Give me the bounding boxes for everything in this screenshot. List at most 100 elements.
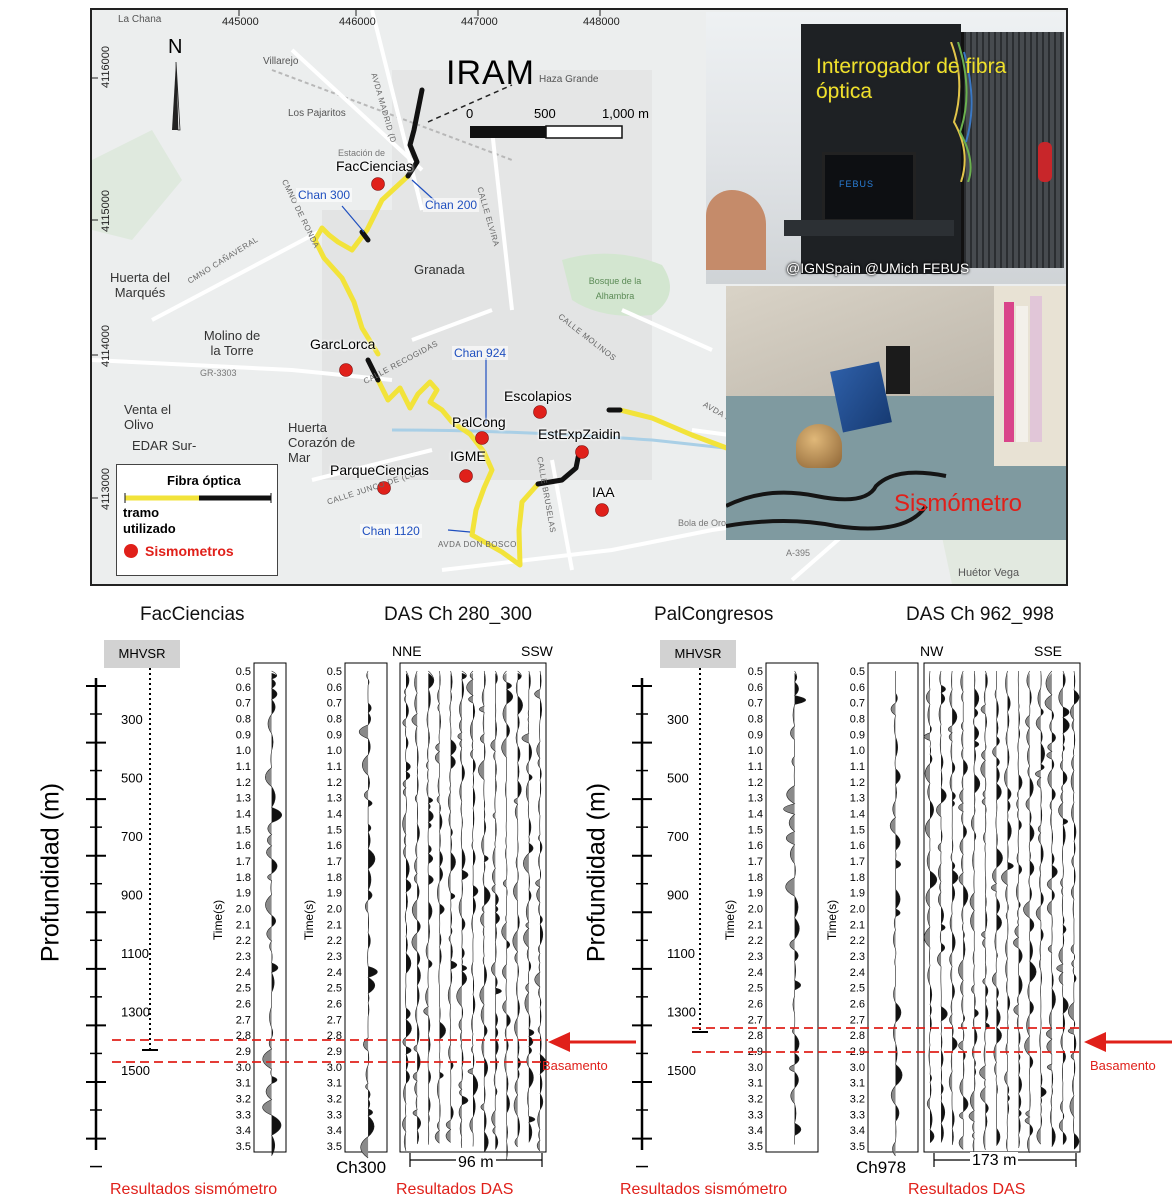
right-das-trace — [936, 670, 948, 1143]
right-das-time-tick-label: 2.1 — [850, 919, 865, 931]
left-depth-tick-label: 300 — [121, 712, 143, 727]
left-seis-time-tick-label: 2.6 — [236, 999, 251, 1011]
right-depth-tick-label: 1100 — [667, 946, 695, 961]
left-das-time-tick-label: 0.5 — [327, 666, 342, 678]
x-coord-label: 448000 — [583, 16, 620, 28]
left-seis-time-tick-label: 2.4 — [236, 967, 251, 979]
right-das-time-tick-label: 2.9 — [850, 1046, 865, 1058]
left-seis-time-tick-label: 0.5 — [236, 666, 251, 678]
left-caption-das: Resultados DAS — [396, 1181, 514, 1198]
x-coord-label: 445000 — [222, 16, 259, 28]
sismometer-dot-palcong — [475, 431, 489, 445]
right-seis-time-tick-label: 0.7 — [748, 698, 763, 710]
left-seis-time-tick-label: 0.6 — [236, 682, 251, 694]
scale-bar — [470, 125, 623, 139]
left-basamento-label: Basamento — [542, 1058, 608, 1073]
map-legend: Fibra óptica tramo utilizado Sismometros — [116, 464, 278, 576]
right-seis-time-tick-label: 1.5 — [748, 824, 763, 836]
left-das-time-tick-label: 2.2 — [327, 935, 342, 947]
right-seis-time-tick-label: 1.8 — [748, 872, 763, 884]
fire-extinguisher — [1038, 142, 1052, 182]
left-das-trace — [411, 670, 421, 1145]
left-basamento-arrow-head — [548, 1032, 570, 1052]
right-seis-time-tick-label: 2.3 — [748, 951, 763, 963]
right-seis-time-tick-label: 1.0 — [748, 745, 763, 757]
legend-utilizado: utilizado — [123, 521, 176, 536]
right-das-time-tick-label: 1.0 — [850, 745, 865, 757]
right-das-time-tick-label: 2.3 — [850, 951, 865, 963]
left-das-time-tick-label: 1.3 — [327, 793, 342, 805]
place-label: Estación de — [338, 148, 386, 158]
left-das-time-tick-label: 1.1 — [327, 761, 342, 773]
right-depth-tick-label: 900 — [667, 888, 689, 903]
left-das-time-tick-label: 2.5 — [327, 983, 342, 995]
left-das-time-tick-label: 2.7 — [327, 1014, 342, 1026]
right-das-time-tick-label: 3.3 — [850, 1109, 865, 1121]
left-seis-time-tick-label: 1.3 — [236, 793, 251, 805]
north-label: N — [168, 36, 183, 58]
left-channel-trace — [358, 670, 378, 1159]
right-basamento-arrow-head — [1084, 1032, 1106, 1052]
left-seis-time-tick-label: 2.2 — [236, 935, 251, 947]
left-das-time-tick-label: 1.9 — [327, 888, 342, 900]
monitor-text: FEBUS — [839, 179, 875, 189]
left-seis-time-tick-label: 2.5 — [236, 983, 251, 995]
right-das-trace — [1023, 670, 1037, 1154]
place-label: Venta el Olivo — [124, 402, 171, 432]
left-das-trace — [466, 670, 479, 1147]
station-label-igme: IGME — [450, 448, 486, 464]
right-das-trace — [968, 670, 981, 1154]
left-das-time-tick-label: 2.3 — [327, 951, 342, 963]
right-mhvsr-label: MHVSR — [660, 640, 736, 668]
right-seis-time-tick-label: 2.8 — [748, 1030, 763, 1042]
right-depth-tick-label: 1500 — [667, 1063, 696, 1078]
right-depth-tick-label: 500 — [667, 771, 689, 786]
left-depth-tick-label: 1300 — [121, 1005, 150, 1020]
place-label: Los Pajaritos — [288, 108, 346, 119]
desk-equipment — [784, 220, 954, 236]
right-seis-time-tick-label: 2.5 — [748, 983, 763, 995]
north-arrow-icon — [172, 61, 181, 131]
bookshelf — [994, 286, 1066, 466]
place-label: Bosque de la Alhambra — [588, 276, 642, 301]
left-seis-time-axis-label: Time(s) — [211, 900, 225, 940]
sismometer-dot-escolapios — [533, 405, 547, 419]
station-label-parqueciencias: ParqueCiencias — [330, 462, 429, 478]
right-basamento-label: Basamento — [1090, 1058, 1156, 1073]
left-seis-time-tick-label: 2.0 — [236, 904, 251, 916]
left-dir-ssw: SSW — [521, 643, 553, 659]
right-das-time-tick-label: 0.8 — [850, 714, 865, 726]
right-das-time-tick-label: 0.6 — [850, 682, 865, 694]
photo-credit: @IGNSpain @UMich FEBUS — [786, 260, 970, 276]
left-site-title: FacCiencias — [140, 604, 245, 625]
left-dir-nne: NNE — [392, 643, 422, 659]
iram-label: IRAM — [446, 54, 535, 92]
place-label: La Chana — [118, 14, 162, 25]
right-das-trace — [979, 670, 990, 1150]
fiber-route-used-2 — [375, 377, 541, 568]
sismometer-dot-estexpzaidin — [575, 445, 589, 459]
sismometer-caption: Sismómetro — [894, 490, 1023, 517]
right-das-time-tick-label: 2.7 — [850, 1014, 865, 1026]
left-das-time-tick-label: 1.4 — [327, 809, 342, 821]
fiber-route-used-1 — [312, 173, 411, 357]
left-das-time-tick-label: 1.5 — [327, 824, 342, 836]
right-site-title: PalCongresos — [654, 604, 774, 625]
left-das-time-tick-label: 3.5 — [327, 1141, 342, 1153]
right-das-time-tick-label: 3.5 — [850, 1141, 865, 1153]
left-das-time-tick-label: 2.6 — [327, 999, 342, 1011]
right-seis-time-tick-label: 1.7 — [748, 856, 763, 868]
left-seis-time-tick-label: 1.6 — [236, 840, 251, 852]
left-das-trace — [521, 670, 536, 1143]
right-seismometer-trace — [783, 670, 807, 1145]
left-seis-time-tick-label: 2.9 — [236, 1046, 251, 1058]
right-seis-time-tick-label: 1.3 — [748, 793, 763, 805]
sismometer-photo: Sismómetro — [726, 286, 1066, 540]
scale-label-1000: 1,000 m — [602, 106, 649, 121]
scale-label-0: 0 — [466, 106, 474, 121]
right-seis-time-tick-label: 2.0 — [748, 904, 763, 916]
left-distance-label: 96 m — [456, 1154, 496, 1172]
place-label: Huerta del Marqués — [110, 270, 170, 300]
interrogator-caption: Interrogador de fibra óptica — [816, 55, 1007, 103]
place-label: Villarejo — [263, 56, 299, 67]
